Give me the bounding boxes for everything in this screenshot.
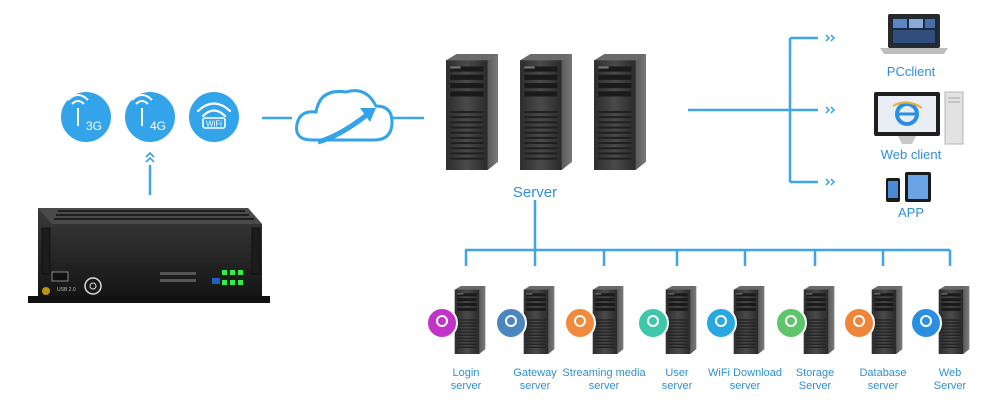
server-tower xyxy=(523,286,555,354)
gateway-icon-glyph xyxy=(505,315,517,327)
sub-server-login xyxy=(426,286,486,354)
sub-server-label-line2: server xyxy=(661,379,693,392)
sub-server-label-line2: Server xyxy=(798,379,832,392)
app-client-label: APP xyxy=(897,205,924,220)
laptop-icon xyxy=(880,14,948,54)
user-icon-glyph xyxy=(436,315,448,327)
sub-server-wifi-download xyxy=(705,286,765,354)
sub-server-gateway xyxy=(495,286,555,354)
desktop-ie-icon xyxy=(874,91,964,145)
sub-server-label-line2: server xyxy=(450,379,482,392)
folder-icon-glyph xyxy=(853,315,865,327)
server-tower xyxy=(592,286,624,354)
web-client-label: Web client xyxy=(880,147,942,162)
wifi-icon: WiFi xyxy=(189,92,239,142)
server-tower xyxy=(454,286,486,354)
cloud-icon xyxy=(295,89,394,145)
sub-server-label-line1: User xyxy=(665,367,689,379)
indicator-leds xyxy=(222,270,243,285)
gateway-icon xyxy=(495,307,527,339)
sub-server-storage xyxy=(775,286,835,354)
phone-tablet-icon xyxy=(886,172,931,202)
4g-signal-icon: 4G xyxy=(125,92,175,142)
folder-icon xyxy=(843,307,875,339)
key-lock-icon xyxy=(84,277,102,295)
user-icon xyxy=(426,307,458,339)
server-tower xyxy=(938,286,970,354)
status-led xyxy=(212,278,220,284)
sub-server-streaming-media xyxy=(564,286,624,354)
server-tower xyxy=(665,286,697,354)
central-server-cluster xyxy=(446,54,646,170)
sd-card-icon-glyph xyxy=(785,315,797,327)
sub-server-label-line1: Storage xyxy=(795,367,835,379)
sub-server-label-line1: Database xyxy=(859,367,907,379)
sub-server-label-line1: Streaming media xyxy=(562,367,646,379)
bus-drops xyxy=(464,250,952,266)
pc-client-label: PCclient xyxy=(886,64,936,79)
sub-server-label-line1: Web xyxy=(938,367,962,379)
3g-signal-icon: 3G xyxy=(61,92,111,142)
sub-server-label-line1: Login xyxy=(452,367,480,379)
sub-server-web xyxy=(910,286,970,354)
sub-server-label-line2: server xyxy=(729,379,761,392)
server-tower xyxy=(871,286,903,354)
sub-server-label-line2: server xyxy=(519,379,551,392)
sub-server-label-line2: server xyxy=(867,379,899,392)
wifi-folder-icon xyxy=(705,307,737,339)
sub-server-label-line2: Server xyxy=(933,379,967,392)
sub-server-label-line1: WiFi Download xyxy=(708,367,782,379)
sub-server-label-line2: server xyxy=(588,379,620,392)
mobile-dvr-device: USB 2.0 xyxy=(28,208,270,303)
chevron-up-icon xyxy=(145,151,155,163)
server-tower xyxy=(803,286,835,354)
sd-card-icon xyxy=(775,307,807,339)
usb-port-label: USB 2.0 xyxy=(57,287,76,293)
svg-text:WiFi: WiFi xyxy=(206,120,222,129)
play-icon xyxy=(564,307,596,339)
svg-text:4G: 4G xyxy=(150,119,166,133)
ie-browser-icon xyxy=(910,307,942,339)
sub-server-label-line1: Gateway xyxy=(513,367,557,379)
ie-browser-icon-glyph xyxy=(920,315,932,327)
chevron-right-icon xyxy=(825,34,836,186)
usb-port xyxy=(51,271,69,282)
users-icon xyxy=(637,307,669,339)
play-icon-glyph xyxy=(574,315,586,327)
svg-text:3G: 3G xyxy=(86,119,102,133)
server-tower xyxy=(733,286,765,354)
sub-server-user xyxy=(637,286,697,354)
users-icon-glyph xyxy=(647,315,659,327)
wifi-folder-icon-glyph xyxy=(715,315,727,327)
central-server-label: Server xyxy=(512,184,558,201)
sub-server-row xyxy=(426,286,970,354)
sub-server-database xyxy=(843,286,903,354)
